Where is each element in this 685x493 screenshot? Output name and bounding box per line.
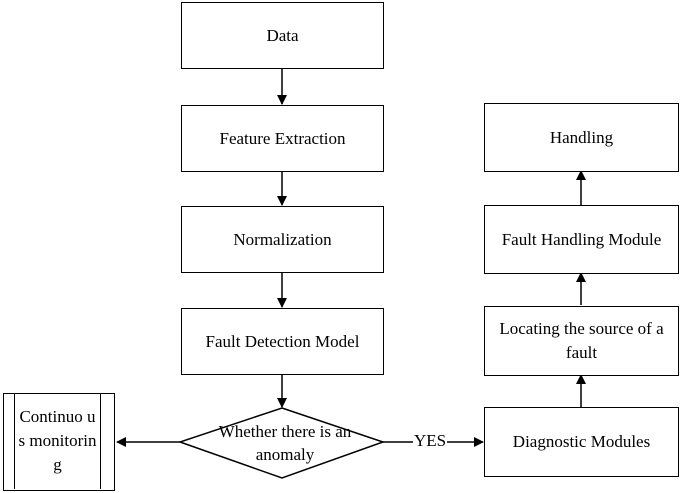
node-continuous-monitoring-inner: Continuo us monitorin g: [14, 393, 101, 489]
node-feature-extraction: Feature Extraction: [181, 105, 384, 172]
node-continuous-monitoring: Continuo us monitorin g: [3, 393, 115, 491]
node-diagnostic-modules: Diagnostic Modules: [484, 407, 679, 477]
decision-diamond: [177, 407, 386, 479]
node-fault-handling-module: Fault Handling Module: [484, 205, 679, 274]
node-fault-handling-module-label: Fault Handling Module: [501, 229, 662, 249]
edge-label-yes: YES: [413, 430, 448, 452]
node-locating-source-label: Locating the source of a fault: [499, 319, 664, 362]
node-fault-detection-model: Fault Detection Model: [181, 308, 384, 375]
node-diagnostic-modules-label: Diagnostic Modules: [512, 432, 651, 451]
decision-text: Whether there is an anomaly: [218, 422, 352, 464]
node-data-label: Data: [266, 25, 299, 45]
node-normalization-label: Normalization: [233, 229, 332, 249]
node-data: Data: [181, 2, 384, 69]
decision-label: Whether there is an anomaly: [190, 418, 380, 468]
node-fault-detection-model-label: Fault Detection Model: [205, 331, 360, 351]
node-feature-extraction-label: Feature Extraction: [219, 128, 346, 148]
node-continuous-monitoring-label: Continuo us monitorin g: [18, 407, 97, 474]
node-handling-label: Handling: [549, 127, 614, 147]
node-normalization: Normalization: [181, 206, 384, 273]
node-locating-source: Locating the source of a fault: [484, 306, 679, 376]
node-handling: Handling: [484, 103, 679, 172]
